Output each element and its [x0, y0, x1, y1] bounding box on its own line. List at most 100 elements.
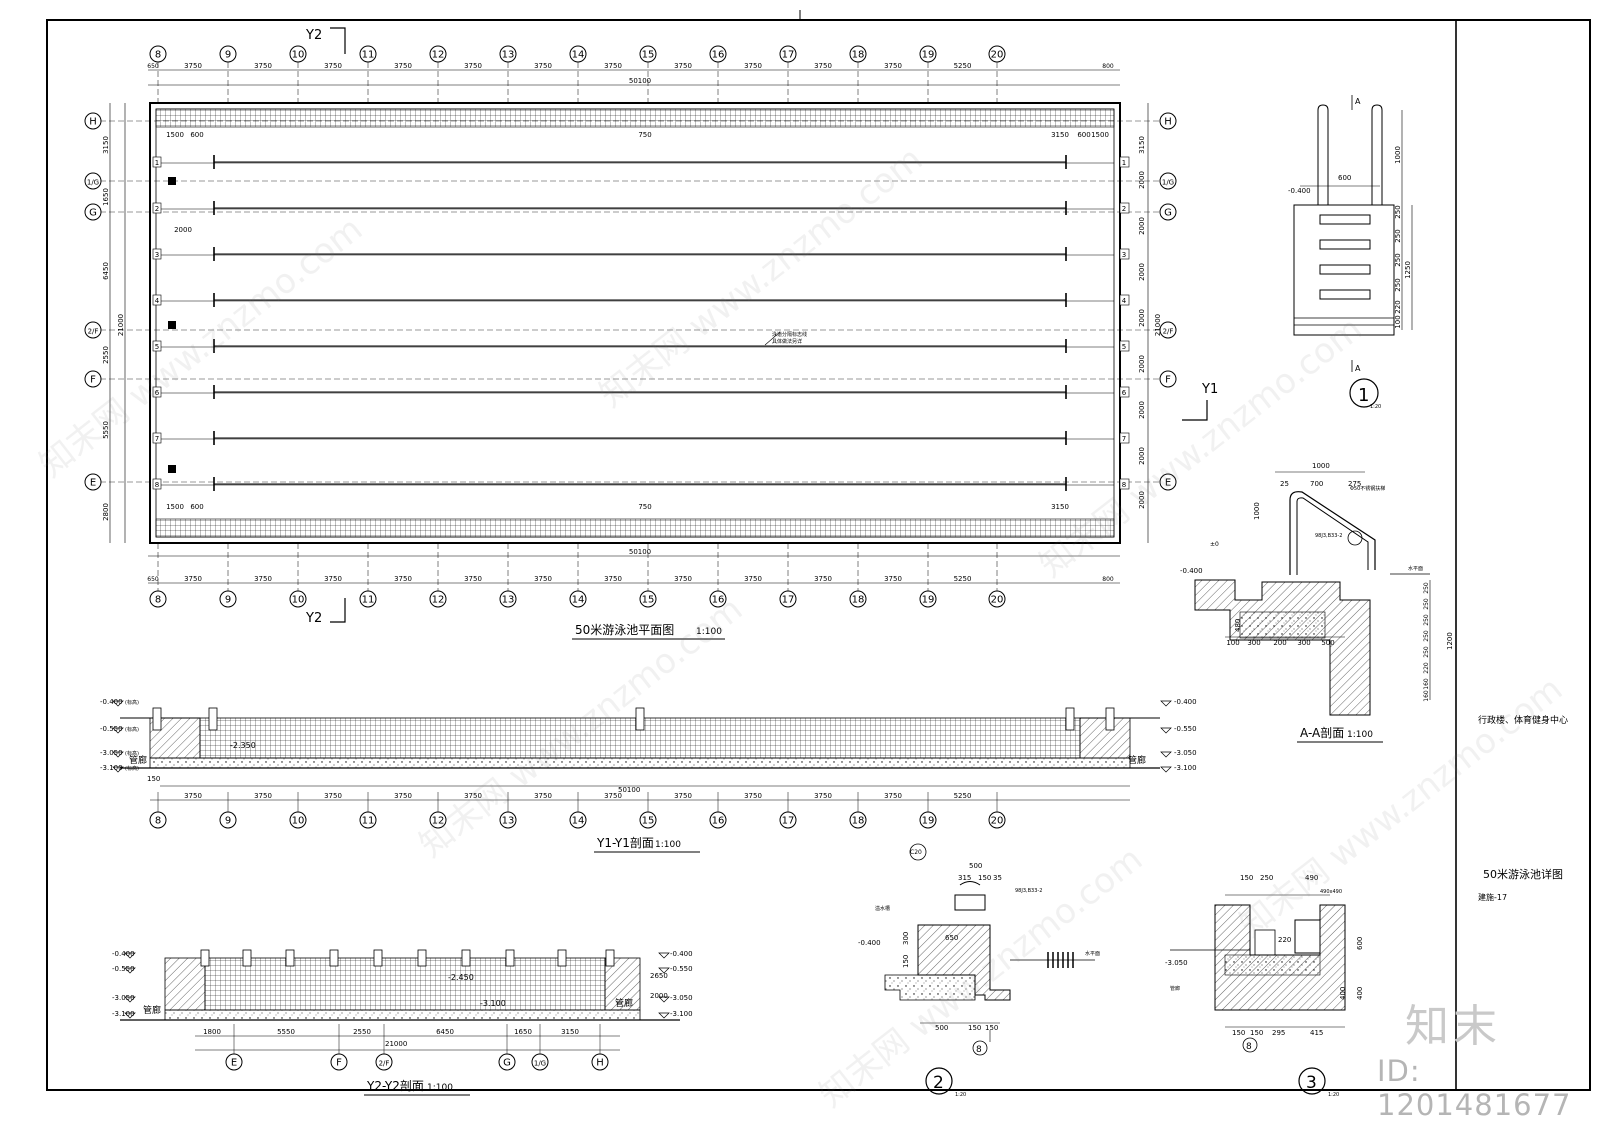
y1-axis-17-circle	[779, 811, 797, 829]
aa-level0: ±0	[1210, 541, 1219, 548]
aa-bottom-2: 200	[1273, 639, 1286, 647]
plan-spacing-left-0: 3150	[102, 136, 110, 154]
y2-fitting	[200, 949, 210, 967]
lane-mark-right-2: 2	[1122, 205, 1126, 213]
y1-title: Y1-Y1剖面	[596, 836, 654, 850]
plan-axes-right: H1/GG2/FFE	[1159, 112, 1177, 491]
detail1-dim-3: 250	[1394, 253, 1402, 266]
lane-mark-left-3: 3	[155, 251, 159, 259]
plan-axis-right-1/G: 1/G	[1162, 179, 1174, 187]
y2-axis-1/G: 1/G	[534, 1060, 546, 1068]
lane-lines	[156, 155, 1114, 491]
y1-spacing-0: 3750	[184, 792, 202, 800]
plan-spacing-right-7: 2000	[1138, 447, 1146, 465]
plan-d1500-tl: 1500	[166, 131, 184, 139]
detail2-bot-1: 150	[968, 1024, 981, 1032]
plan-edge-right-0: 800	[1102, 63, 1114, 70]
plan-axis-left-F: F	[90, 375, 96, 386]
plan-axis-top-11-circle	[359, 45, 377, 63]
plan-spacing-right-2: 2000	[1138, 217, 1146, 235]
aa-bottom-4: 500	[1321, 639, 1334, 647]
plan-spacing-1-7: 3750	[674, 575, 692, 583]
detail2-top-0: 500	[969, 862, 982, 870]
y1-axis-8: 8	[155, 816, 161, 827]
y2-level-left-0: -0.400	[112, 950, 135, 958]
y1-axis-20-circle	[988, 811, 1006, 829]
plan-axis-left-2/F: 2/F	[88, 328, 99, 336]
y2-bottom-label: -3.100	[480, 999, 506, 1008]
aa-top-seg-2: 700	[1310, 480, 1323, 488]
plan-axis-left-2/F-circle	[84, 321, 102, 339]
plan-d1500-tr: 1500	[1091, 131, 1109, 139]
plan-d750-top: 750	[638, 131, 651, 139]
y1-axis-19: 19	[922, 816, 935, 827]
detail1-index-circle	[1349, 378, 1379, 408]
plan-spacing-0-2: 3750	[324, 62, 342, 70]
y1-axis-11: 11	[362, 816, 375, 827]
y1-axis-20: 20	[991, 816, 1004, 827]
aa-d480: 480	[1234, 619, 1242, 632]
plan-spacing-1-11: 5250	[954, 575, 972, 583]
plan-axis-right-E-circle	[1159, 473, 1177, 491]
y2-spacing-1: 5550	[277, 1028, 295, 1036]
y2-axis-E: E	[231, 1058, 237, 1069]
y1-axis-11-circle	[359, 811, 377, 829]
y2-fitting	[242, 949, 252, 967]
y1-spacing-8: 3750	[744, 792, 762, 800]
plan-axis-top-14-circle	[569, 45, 587, 63]
y1-fitting	[208, 707, 218, 731]
detail2-d300: 300	[902, 932, 910, 945]
plan-axis-bottom-18: 18	[852, 595, 865, 606]
plan-axis-bottom-11-circle	[359, 590, 377, 608]
y2-axis-G-circle	[498, 1053, 516, 1071]
y1-axis-13: 13	[502, 816, 515, 827]
plan-axis-bottom-14: 14	[572, 595, 585, 606]
plan-spacing-0-9: 3750	[814, 62, 832, 70]
plan-spacing-1-3: 3750	[394, 575, 412, 583]
plan-spacing-right-5: 2000	[1138, 355, 1146, 373]
lane-mark-right-6: 6	[1122, 389, 1127, 397]
plan-overall-0: 50100	[629, 77, 651, 85]
lane-mark-left-6: 6	[155, 389, 160, 397]
y1-scale: 1:100	[655, 840, 681, 850]
aa-right-0: 250	[1423, 582, 1430, 594]
plan-total-width-right: 21000	[1154, 314, 1162, 336]
brand-logo: 知末	[1405, 1001, 1501, 1052]
y1-depth-label: -2.350	[230, 741, 256, 750]
y1-axis-18-circle	[849, 811, 867, 829]
y2-gallery-left: 管廊	[143, 1004, 161, 1016]
plan-axis-bottom-13: 13	[502, 595, 515, 606]
plan-axis-bottom-15: 15	[642, 595, 655, 606]
plan-axis-bottom-10-circle	[289, 590, 307, 608]
y2-axis-G: G	[503, 1058, 511, 1069]
section-y2-bottom-label: Y2	[305, 611, 322, 626]
plan-axis-right-2/F-circle	[1159, 321, 1177, 339]
detail2-ref: 98J3,B33-2	[1015, 888, 1042, 894]
plan-axis-left-F-circle	[84, 370, 102, 388]
plan-edge-left-1: 650	[147, 576, 159, 583]
detail1-section-bottom: A	[1355, 364, 1361, 373]
plan-spacing-1-8: 3750	[744, 575, 762, 583]
y2-fitting	[285, 949, 295, 967]
y1-fitting	[635, 707, 645, 731]
y2-fitting	[461, 949, 471, 967]
detail2-mat: C20	[910, 849, 922, 856]
detail1-dim-5: 220	[1394, 300, 1402, 313]
y2-levels: -0.400-0.400-0.550-0.550-3.050-3.050-3.1…	[112, 950, 693, 1019]
plan-axis-bottom-15-circle	[639, 590, 657, 608]
plan-axis-left-G: G	[89, 208, 97, 219]
lane-mark-left-2: 2	[155, 205, 159, 213]
plan-axis-top-13: 13	[502, 50, 515, 61]
plan-axis-top-15-circle	[639, 45, 657, 63]
detail3-level: -3.050	[1165, 959, 1188, 967]
plan-spacing-right-4: 2000	[1138, 309, 1146, 327]
y2-depth-label: -2.450	[448, 973, 474, 982]
y2-fitting	[417, 949, 427, 967]
y1-spacing-9: 3750	[814, 792, 832, 800]
section-y2-top-label: Y2	[305, 28, 322, 43]
detail3-scale: 1:20	[1328, 1092, 1339, 1098]
plan-d2000-left: 2000	[174, 226, 192, 234]
detail3-top-2: 490	[1305, 874, 1318, 882]
